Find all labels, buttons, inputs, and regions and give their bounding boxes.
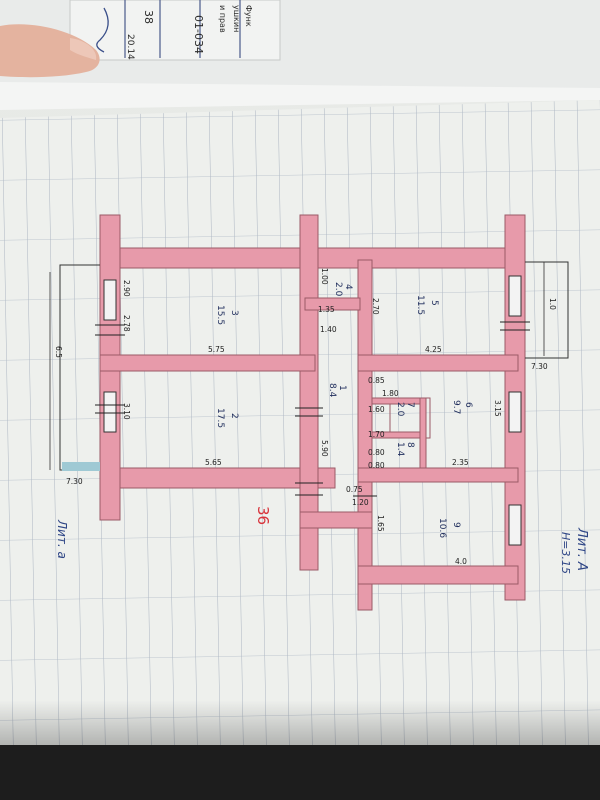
top-sheet-line-1: 01-034 <box>192 15 205 54</box>
room-3-num: 3 <box>229 310 239 316</box>
top-sheet-line-3: 20.14 <box>125 34 135 60</box>
top-sheet-line-5: ушкин <box>232 5 241 32</box>
dim-1-80: 1.80 <box>382 389 399 398</box>
table-edge <box>0 745 600 800</box>
dim-1-00: 1.00 <box>320 268 329 285</box>
dim-4-25: 4.25 <box>425 345 442 354</box>
dim-7-30-right: 7.30 <box>531 362 548 371</box>
dim-3-10: 3.10 <box>122 403 131 420</box>
room-7-area: 2.0 <box>395 402 405 417</box>
dim-1-65: 1.65 <box>376 515 385 532</box>
room-1-area: 8.4 <box>327 383 337 398</box>
dim-5-90: 5.90 <box>320 440 329 457</box>
signature-scribble <box>96 7 109 53</box>
dim-2-78: 2.78 <box>122 315 131 332</box>
dim-7-30-left: 7.30 <box>66 477 83 486</box>
top-sheet-line-6: Функ <box>244 5 253 27</box>
room-4-area: 2.0 <box>333 282 343 297</box>
dim-5-75: 5.75 <box>208 345 225 354</box>
sheet-number: 36 <box>254 506 272 525</box>
room-6-area: 9.7 <box>451 400 461 414</box>
room-7-num: 7 <box>405 402 415 408</box>
dim-1-60: 1.60 <box>368 405 385 414</box>
room-5-num: 5 <box>429 300 439 306</box>
dim-2-35: 2.35 <box>452 458 469 467</box>
bottom-shadow <box>0 700 600 745</box>
room-8-area: 1.4 <box>395 442 405 457</box>
dim-2-90: 2.90 <box>122 280 131 297</box>
room-4-num: 4 <box>343 284 353 290</box>
finger <box>0 24 100 78</box>
room-3-area: 15.5 <box>215 305 225 325</box>
room-2-area: 17.5 <box>215 408 225 428</box>
dim-1-40: 1.40 <box>320 325 337 334</box>
dim-1-70: 1.70 <box>368 430 385 439</box>
fingernail <box>70 38 97 60</box>
stamp-height: Н=3.15 <box>559 532 572 574</box>
room-1-num: 1 <box>337 385 347 391</box>
dim-0-75: 0.75 <box>346 485 363 494</box>
dim-1-20: 1.20 <box>352 498 369 507</box>
dim-2-70: 2.70 <box>371 298 380 315</box>
room-6-num: 6 <box>463 402 473 408</box>
top-sheet-line-4: и прав <box>218 5 227 33</box>
stamp-lit-a: Лит. А <box>574 527 589 571</box>
room-9-num: 9 <box>451 522 461 528</box>
stamp-lit-small-a: Лит. а <box>55 519 69 559</box>
room-9-area: 10.6 <box>437 518 447 538</box>
dim-0-85: 0.85 <box>368 376 385 385</box>
dim-3-15: 3.15 <box>493 400 502 417</box>
dim-1-0: 1.0 <box>548 298 557 310</box>
dim-4-0: 4.0 <box>455 557 467 566</box>
room-5-area: 11.5 <box>415 295 425 315</box>
top-sheet-line-2: 38 <box>142 10 155 24</box>
floor-plan <box>49 214 569 611</box>
dim-0-80: 0.80 <box>368 448 385 457</box>
dim-1-35: 1.35 <box>318 305 335 314</box>
room-2-num: 2 <box>229 413 239 419</box>
room-8-num: 8 <box>405 442 415 448</box>
dim-5-65: 5.65 <box>205 458 222 467</box>
dim-6-5: 6.5 <box>54 346 63 358</box>
top-sheet: 01-034 38 20.14 и прав ушкин Функ <box>0 0 600 110</box>
dim-0-80-b: 0.80 <box>368 461 385 470</box>
